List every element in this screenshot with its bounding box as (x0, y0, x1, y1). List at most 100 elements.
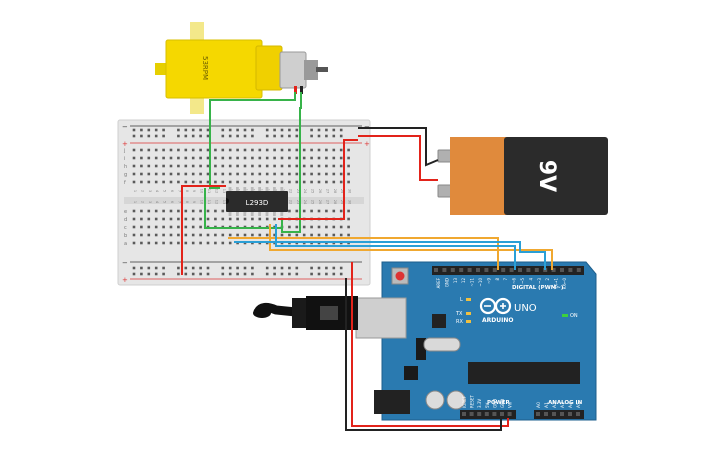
column-number: 1 (133, 190, 137, 192)
rail-hole (147, 266, 151, 270)
header-pin (518, 268, 522, 272)
analog-header (534, 410, 584, 419)
breadboard-hole (332, 209, 336, 213)
rail-hole (273, 272, 276, 276)
rail-hole (206, 266, 210, 270)
rail-hole (295, 128, 299, 132)
breadboard-hole (169, 156, 173, 160)
rail-hole (243, 128, 247, 132)
rail-hole (339, 128, 343, 132)
column-number: 7 (177, 190, 181, 192)
breadboard-hole (251, 217, 254, 221)
row-letter: j (123, 148, 125, 154)
rail-hole (332, 128, 336, 132)
wire-signal-orange-2 (269, 224, 553, 270)
rail-hole (162, 128, 165, 132)
label-tx: TX (455, 311, 463, 317)
breadboard-hole (206, 164, 210, 168)
digital-pin-label: 2 (545, 278, 550, 281)
breadboard-hole (206, 241, 210, 245)
breadboard-hole (184, 233, 188, 237)
column-number: 4 (155, 201, 159, 204)
breadboard-hole (162, 217, 165, 221)
rail-hole (265, 272, 269, 276)
rail-hole (280, 272, 284, 276)
breadboard-hole (132, 156, 136, 160)
breadboard-hole (191, 225, 195, 229)
breadboard-hole (288, 233, 291, 237)
breadboard-hole (184, 172, 188, 176)
rail-hole (154, 272, 158, 276)
breadboard-hole (199, 209, 202, 213)
rail-hole (177, 266, 180, 270)
rail-hole (310, 134, 313, 138)
column-number: 9 (192, 201, 196, 204)
battery-9v[interactable]: 9V (437, 137, 608, 215)
breadboard-hole (132, 217, 136, 221)
breadboard-hole (295, 180, 299, 184)
breadboard-hole (169, 172, 173, 176)
breadboard-hole (140, 217, 143, 221)
breadboard-hole (221, 233, 225, 237)
rail-hole (177, 272, 180, 276)
breadboard-hole (265, 217, 269, 221)
motor-gearbox-end (255, 45, 283, 91)
header-pin (526, 268, 531, 272)
breadboard-hole (177, 225, 180, 229)
regulator-2 (404, 366, 418, 380)
rail-hole (332, 266, 336, 270)
breadboard-hole (236, 148, 239, 152)
capacitor-1 (425, 390, 445, 410)
breadboard-hole (214, 172, 217, 176)
rail-hole (221, 128, 225, 132)
power-pin-label: GND (500, 399, 505, 408)
breadboard-hole (147, 241, 151, 245)
rail-hole (280, 128, 284, 132)
breadboard-hole (199, 241, 202, 245)
breadboard-hole (251, 180, 254, 184)
power-pin-label: 3.3V (477, 399, 482, 408)
breadboard-hole (228, 164, 232, 168)
breadboard-hole (169, 148, 173, 152)
breadboard-hole (147, 225, 151, 229)
breadboard-hole (228, 233, 232, 237)
rail-hole (199, 266, 202, 270)
breadboard-hole (302, 225, 306, 229)
l293d-chip[interactable]: L293D (226, 187, 288, 216)
breadboard-hole (184, 241, 188, 245)
wire-motor-green-1 (209, 92, 296, 189)
rail-hole (199, 134, 202, 138)
reset-button[interactable] (395, 271, 405, 281)
column-number: 30 (348, 200, 352, 205)
rail-hole (206, 128, 210, 132)
breadboard-hole (317, 180, 321, 184)
rail-hole (206, 134, 210, 138)
rail-minus-label-top: − (122, 123, 128, 131)
column-number: 25 (311, 200, 315, 205)
breadboard-hole (258, 148, 262, 152)
breadboard-hole (154, 156, 158, 160)
arduino-uno-board[interactable]: L TX RX ON ARDUINO UNO DIGITAL (PWM~) PO… (355, 261, 597, 421)
motor-endcap (304, 60, 318, 80)
breadboard-hole (251, 233, 254, 237)
breadboard-hole (177, 180, 180, 184)
breadboard-hole (302, 148, 306, 152)
digital-header-label: DIGITAL (PWM~) (512, 285, 564, 291)
rail-hole (184, 272, 188, 276)
breadboard-hole (140, 209, 143, 213)
breadboard-hole (199, 233, 202, 237)
column-number: 8 (185, 201, 189, 204)
rail-hole (310, 272, 313, 276)
breadboard-hole (288, 164, 291, 168)
breadboard-hole (162, 233, 165, 237)
dc-gear-motor[interactable]: 53RPM (155, 22, 328, 114)
breadboard-hole (317, 164, 321, 168)
breadboard-hole (184, 225, 188, 229)
digital-pin-label: 13 (453, 278, 458, 284)
breadboard-hole (295, 156, 299, 160)
breadboard-hole (228, 156, 232, 160)
breadboard-hole (214, 241, 217, 245)
header-pin (477, 412, 482, 416)
breadboard-hole (177, 217, 180, 221)
breadboard-hole (154, 148, 158, 152)
